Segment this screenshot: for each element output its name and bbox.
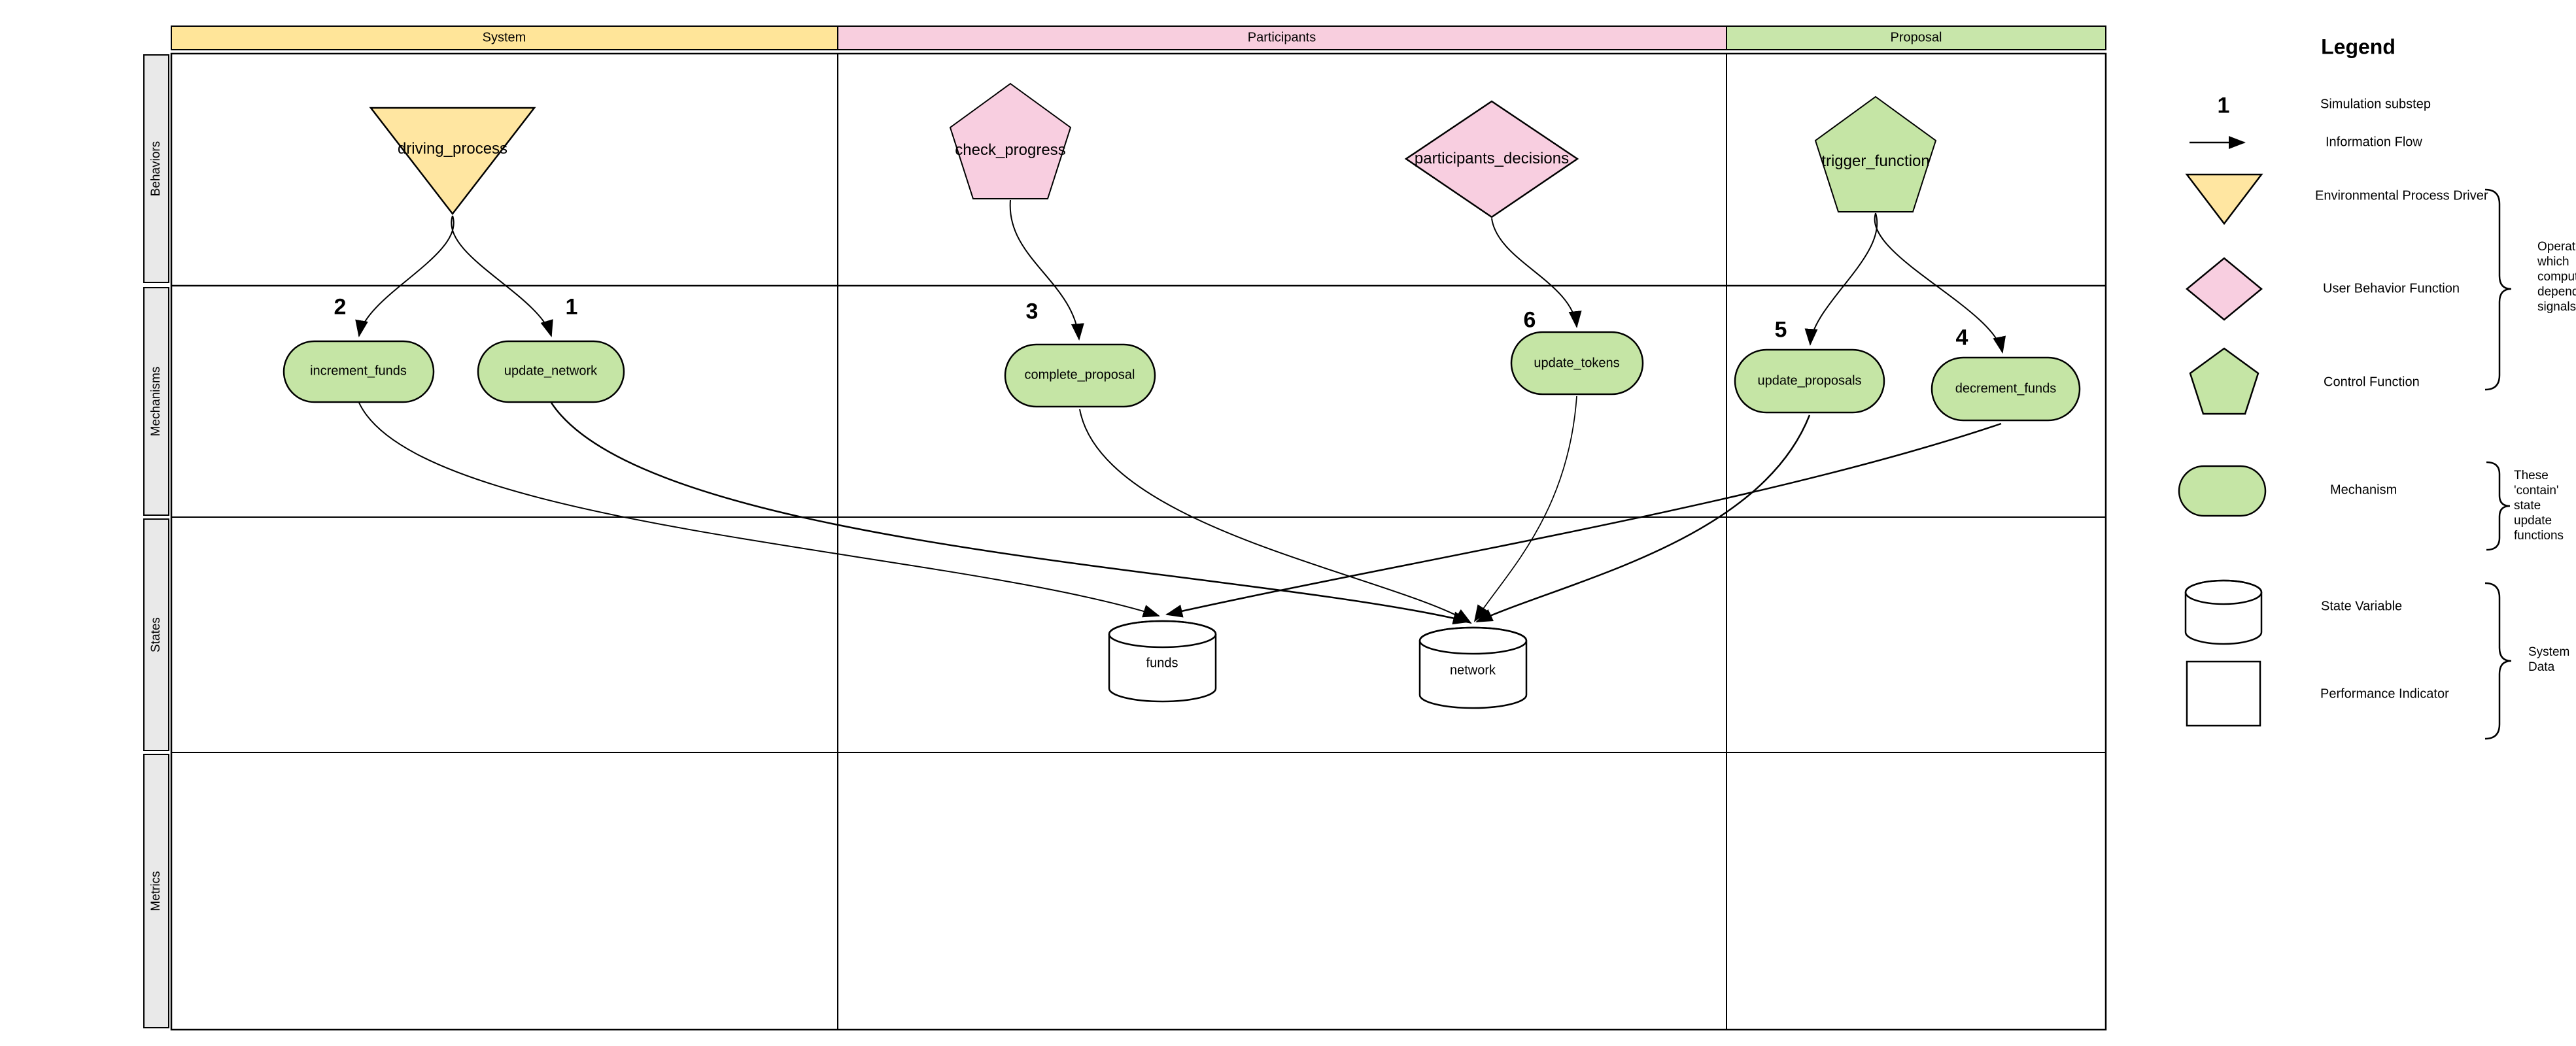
substep-number-complete-proposal: 3	[1025, 299, 1039, 324]
row-header-behaviors: Behaviors	[149, 141, 163, 197]
edge-complete-proposal-to-network	[1079, 409, 1472, 624]
environmental-process-driver-shape-driving-process	[369, 107, 536, 216]
edge-update-network-to-network	[550, 402, 1470, 625]
legend-brace-mechanisms	[2486, 461, 2511, 551]
grid-outline	[170, 52, 2107, 1031]
substep-number-decrement-funds: 4	[1955, 325, 1968, 350]
node-label-participants-decisions: participants_decisions	[1414, 150, 1570, 167]
legend-label-state-variable: State Variable	[2321, 599, 2403, 614]
node-label-driving-process: driving_process	[397, 140, 508, 158]
edge-driving-process-to-update-network	[451, 215, 553, 337]
legend-annotation-operators: Operators which compute state dependent …	[2537, 240, 2576, 314]
node-label-check-progress: check_progress	[955, 141, 1066, 159]
node-label-decrement-funds: decrement_funds	[1955, 381, 2057, 396]
legend-state-variable-rim	[2184, 579, 2263, 605]
legend-state-variable-icon	[2184, 579, 2263, 645]
row-header-metrics-cell	[143, 754, 169, 1028]
substep-number-update-network: 1	[565, 294, 578, 320]
edge-trigger-function-to-decrement-funds	[1874, 212, 2006, 354]
node-label-trigger-function: trigger_function	[1821, 152, 1930, 170]
substep-number-update-proposals: 5	[1774, 317, 1787, 343]
edge-participants-decisions-to-update-tokens	[1491, 218, 1582, 328]
legend-title: Legend	[2321, 35, 2396, 59]
column-header-system: System	[482, 30, 526, 45]
row-header-states-cell	[143, 518, 169, 751]
substep-number-update-tokens: 6	[1523, 307, 1536, 333]
node-label-funds: funds	[1146, 656, 1178, 671]
legend-brace-operators	[2484, 188, 2512, 391]
edge-update-proposals-to-network	[1475, 414, 1811, 623]
node-label-network: network	[1449, 663, 1496, 678]
legend-brace-system-data	[2484, 582, 2512, 740]
node-label-complete-proposal: complete_proposal	[1024, 367, 1135, 382]
legend-label-performance-indicator: Performance Indicator	[2320, 686, 2449, 701]
state-variable-rim-funds	[1108, 620, 1217, 649]
substep-number-increment-funds: 2	[334, 294, 347, 320]
column-header-participants-cell	[837, 25, 1727, 50]
mechanism-shape-increment-funds	[283, 340, 435, 403]
mechanism-shape-complete-proposal	[1004, 343, 1156, 408]
legend-substep-number-icon: 1	[2217, 93, 2230, 118]
control-function-shape-trigger-function	[1814, 95, 1937, 212]
row-header-metrics: Metrics	[149, 871, 163, 911]
legend-label-mechanism: Mechanism	[2330, 482, 2397, 498]
legend-label-control-function: Control Function	[2324, 375, 2420, 390]
column-header-proposal-cell	[1726, 25, 2106, 50]
legend-label-user-behavior-function: User Behavior Function	[2323, 281, 2460, 296]
legend-performance-indicator-icon	[2186, 660, 2261, 727]
mechanism-shape-update-network	[477, 340, 625, 403]
legend-label-environmental-process-driver: Environmental Process Driver	[2315, 188, 2488, 203]
user-behavior-function-shape-participants-decisions	[1404, 100, 1579, 218]
column-header-proposal: Proposal	[1890, 30, 1942, 45]
column-header-system-cell	[171, 25, 838, 50]
legend-environmental-process-driver-icon	[2185, 173, 2263, 226]
node-label-increment-funds: increment_funds	[310, 363, 407, 379]
legend-user-behavior-function-icon	[2186, 257, 2263, 321]
legend-label-simulation-substep: Simulation substep	[2320, 97, 2431, 112]
row-header-mechanisms: Mechanisms	[149, 366, 163, 437]
node-label-update-network: update_network	[504, 363, 598, 379]
legend-control-function-icon	[2189, 347, 2259, 415]
node-label-update-tokens: update_tokens	[1534, 356, 1620, 371]
row-header-mechanisms-cell	[143, 287, 169, 516]
mechanism-shape-update-proposals	[1734, 348, 1885, 414]
column-header-participants: Participants	[1247, 30, 1316, 45]
node-label-update-proposals: update_proposals	[1757, 373, 1862, 388]
mechanism-shape-decrement-funds	[1931, 356, 2081, 422]
state-variable-rim-network	[1418, 626, 1528, 655]
edge-increment-funds-to-funds	[358, 402, 1160, 618]
legend-label-information-flow: Information Flow	[2326, 135, 2422, 150]
legend-mechanism-icon	[2178, 465, 2267, 517]
legend-annotation-system-data: System Data	[2528, 645, 2570, 674]
user-behavior-function-shape-check-progress	[949, 82, 1072, 199]
edge-check-progress-to-complete-proposal	[1009, 199, 1084, 341]
row-header-states: States	[149, 617, 163, 652]
mechanism-shape-update-tokens	[1510, 331, 1644, 396]
row-header-behaviors-cell	[143, 54, 169, 283]
edge-update-tokens-to-network	[1473, 396, 1577, 622]
legend-annotation-mechanisms: These 'contain' state update functions	[2514, 469, 2564, 543]
